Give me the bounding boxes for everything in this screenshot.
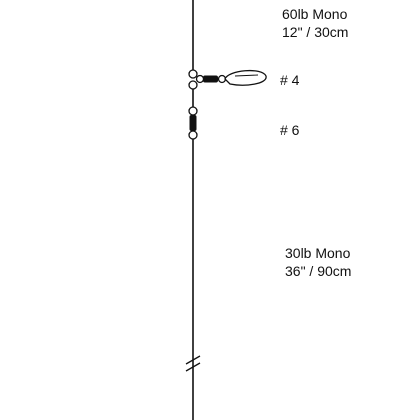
line-break-marker xyxy=(185,355,201,372)
lower-line-spec: 30lb Mono xyxy=(285,245,351,261)
barrel-swivel-body xyxy=(189,115,197,131)
swivel-ring-bottom xyxy=(188,80,198,90)
barrel-swivel-ring-bottom xyxy=(188,130,198,140)
barrel-swivel-size-label: # 6 xyxy=(280,122,300,138)
upper-line-label: 60lb Mono 12" / 30cm xyxy=(282,5,348,41)
snap-clip-icon xyxy=(224,69,267,86)
snap-swivel xyxy=(188,69,267,90)
barrel-swivel xyxy=(188,106,198,140)
upper-line-length: 12" / 30cm xyxy=(282,24,349,40)
barrel-swivel-ring-top xyxy=(188,106,198,116)
swivel-ring-side xyxy=(195,74,205,84)
snap-swivel-size-label: # 4 xyxy=(280,72,300,88)
lower-line-label: 30lb Mono 36" / 90cm xyxy=(285,244,351,280)
upper-line-spec: 60lb Mono xyxy=(282,6,348,22)
swivel-barrel xyxy=(203,75,218,83)
swivel-ring-top xyxy=(188,69,198,79)
snap-clip-wire xyxy=(234,74,259,77)
lower-line-length: 36" / 90cm xyxy=(285,263,352,279)
